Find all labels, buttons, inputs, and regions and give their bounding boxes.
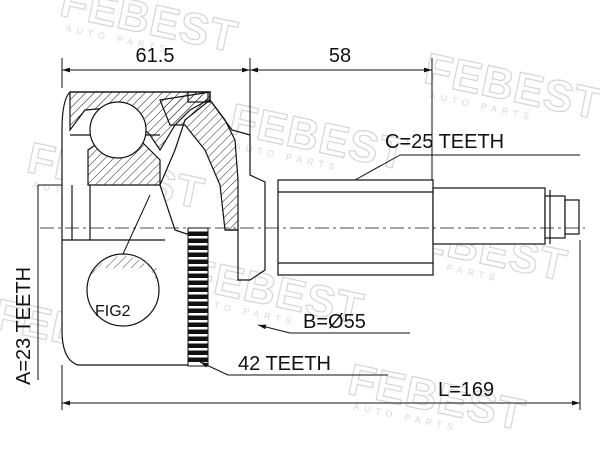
abs-tooth — [187, 294, 209, 299]
abs-tooth — [187, 336, 209, 341]
abs-tooth — [187, 315, 209, 320]
abs-tooth — [187, 329, 209, 334]
top-dimensions — [61, 58, 433, 185]
callout-spline-c: C=25 TEETH — [385, 131, 504, 153]
abs-tooth — [187, 245, 209, 250]
abs-ring — [187, 227, 209, 367]
dim-label-total: L=169 — [438, 379, 494, 401]
abs-tooth — [187, 308, 209, 313]
spline-c-leader — [354, 154, 401, 181]
abs-tooth — [187, 231, 209, 236]
fig2-ball — [86, 194, 160, 327]
ball-upper — [89, 101, 147, 159]
bottom-dimension — [61, 240, 581, 410]
dim-label-outer-joint: 61.5 — [136, 45, 175, 67]
abs-tooth — [187, 266, 209, 271]
abs-tooth — [187, 252, 209, 257]
abs-tooth — [187, 238, 209, 243]
abs-tooth — [187, 301, 209, 306]
abs-tooth — [187, 343, 209, 348]
dim-label-shaft: 58 — [329, 45, 351, 67]
callout-abs-ring: 42 TEETH — [238, 353, 331, 375]
callout-diameter-b: B=Ø55 — [303, 311, 366, 333]
abs-tooth — [187, 259, 209, 264]
abs-tooth — [187, 350, 209, 355]
abs-tooth — [187, 322, 209, 327]
abs-tooth — [187, 280, 209, 285]
abs-tooth — [187, 273, 209, 278]
diameter-b-leader — [257, 324, 291, 334]
shaft — [277, 179, 580, 276]
neck-outline — [209, 99, 266, 281]
abs-tooth — [187, 357, 209, 362]
callout-spline-a: A=23 TEETH — [13, 267, 35, 385]
abs-tooth — [187, 287, 209, 292]
abs-ring-leader — [199, 361, 229, 376]
callout-fig2: FIG2 — [95, 303, 131, 320]
